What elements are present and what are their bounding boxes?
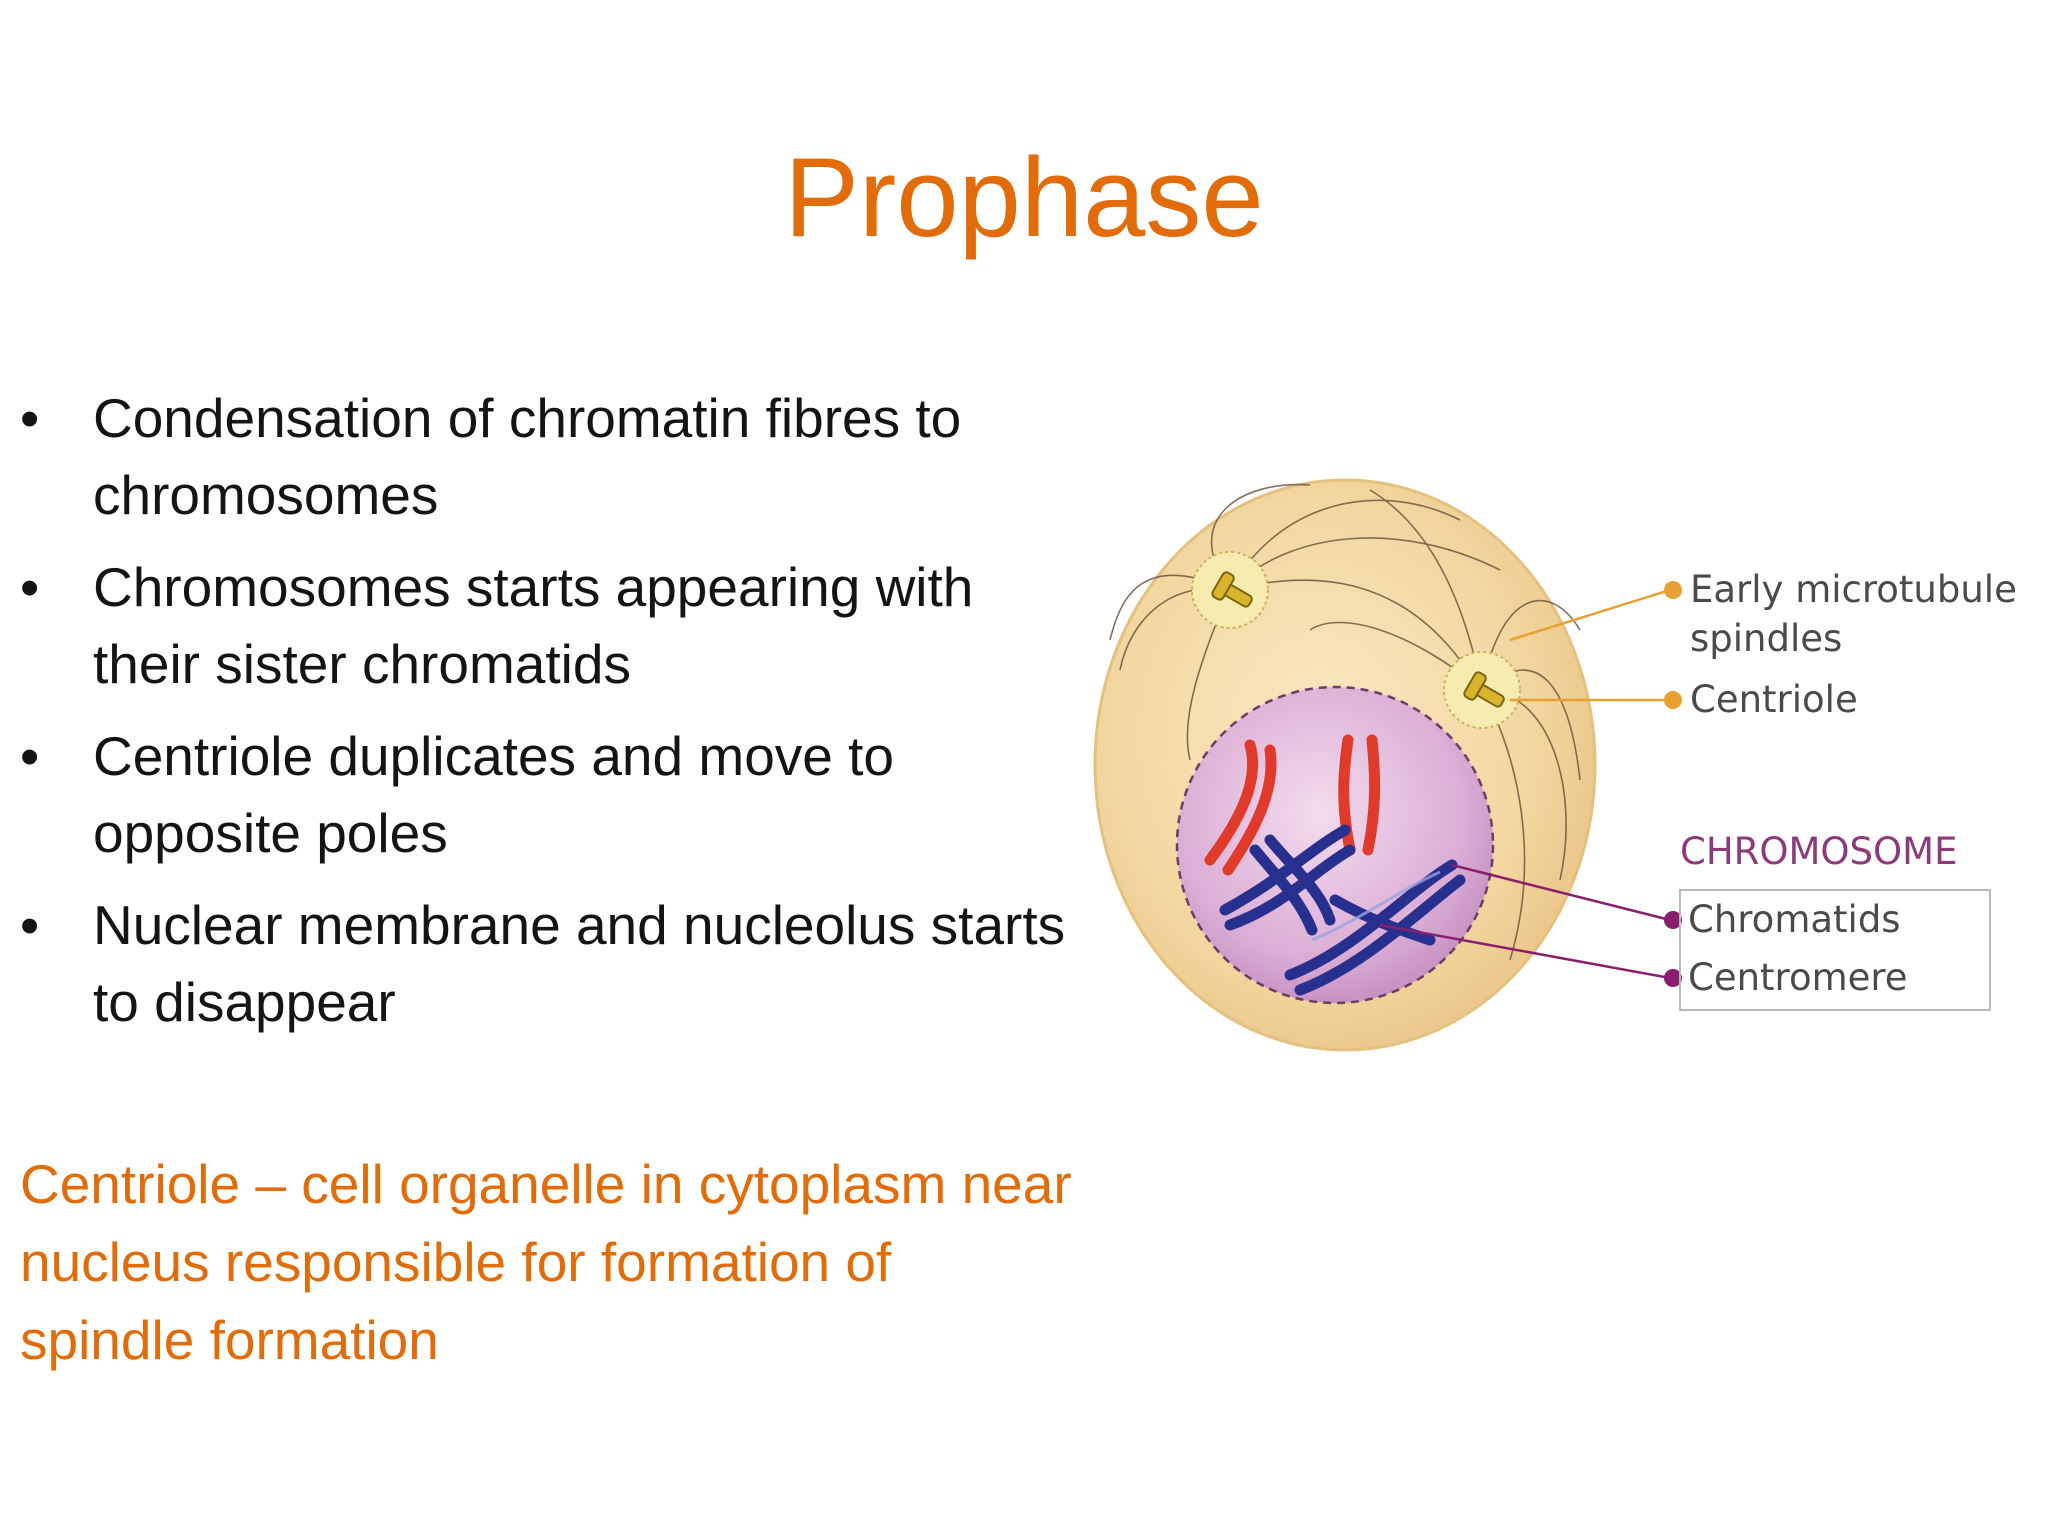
bullet-text: Chromosomes starts appearing with their …: [93, 556, 974, 695]
bullet-item: • Condensation of chromatin fibres to ch…: [20, 380, 1080, 534]
bullet-dot-icon: •: [20, 556, 40, 618]
bullet-item: • Nuclear membrane and nucleolus starts …: [20, 887, 1080, 1041]
centriole-2: [1443, 651, 1521, 729]
chromosome-label-box: [1679, 889, 1991, 1011]
bullet-list: • Condensation of chromatin fibres to ch…: [20, 380, 1080, 1056]
cell-diagram: [1093, 478, 1991, 1052]
centriole-1: [1191, 551, 1269, 629]
blue-chromosome-bands: [1311, 870, 1441, 942]
bullet-dot-icon: •: [20, 387, 40, 449]
label-chromatids: Chromatids: [1688, 898, 1901, 941]
slide-title: Prophase: [784, 135, 1264, 260]
bullet-text: Nuclear membrane and nucleolus starts to…: [93, 894, 1066, 1033]
label-chromosome-heading: CHROMOSOME: [1680, 830, 1958, 873]
bullet-item: • Chromosomes starts appearing with thei…: [20, 549, 1080, 703]
label-centromere: Centromere: [1688, 956, 1908, 999]
label-dot-centriole: [1664, 691, 1682, 709]
label-dot-centromere: [1664, 969, 1682, 987]
label-dot-spindles: [1664, 581, 1682, 599]
label-dot-chromatids: [1664, 911, 1682, 929]
bullet-item: • Centriole duplicates and move to oppos…: [20, 718, 1080, 872]
label-leader-lines: [1379, 588, 1671, 980]
bullet-text: Centriole duplicates and move to opposit…: [93, 725, 895, 864]
bullet-text: Condensation of chromatin fibres to chro…: [93, 387, 962, 526]
prophase-cell-figure: Early microtubule spindles Centriole CHR…: [1080, 460, 2020, 1080]
label-early-microtubule-line2: spindles: [1690, 617, 1843, 660]
blue-chromosomes: [1219, 824, 1466, 996]
red-chromosomes: [1204, 734, 1381, 876]
label-early-microtubule-line1: Early microtubule: [1690, 568, 2017, 611]
bullet-dot-icon: •: [20, 894, 40, 956]
centriole-definition-note: Centriole – cell organelle in cytoplasm …: [20, 1153, 1072, 1371]
bullet-dot-icon: •: [20, 725, 40, 787]
label-centriole: Centriole: [1690, 678, 1858, 721]
